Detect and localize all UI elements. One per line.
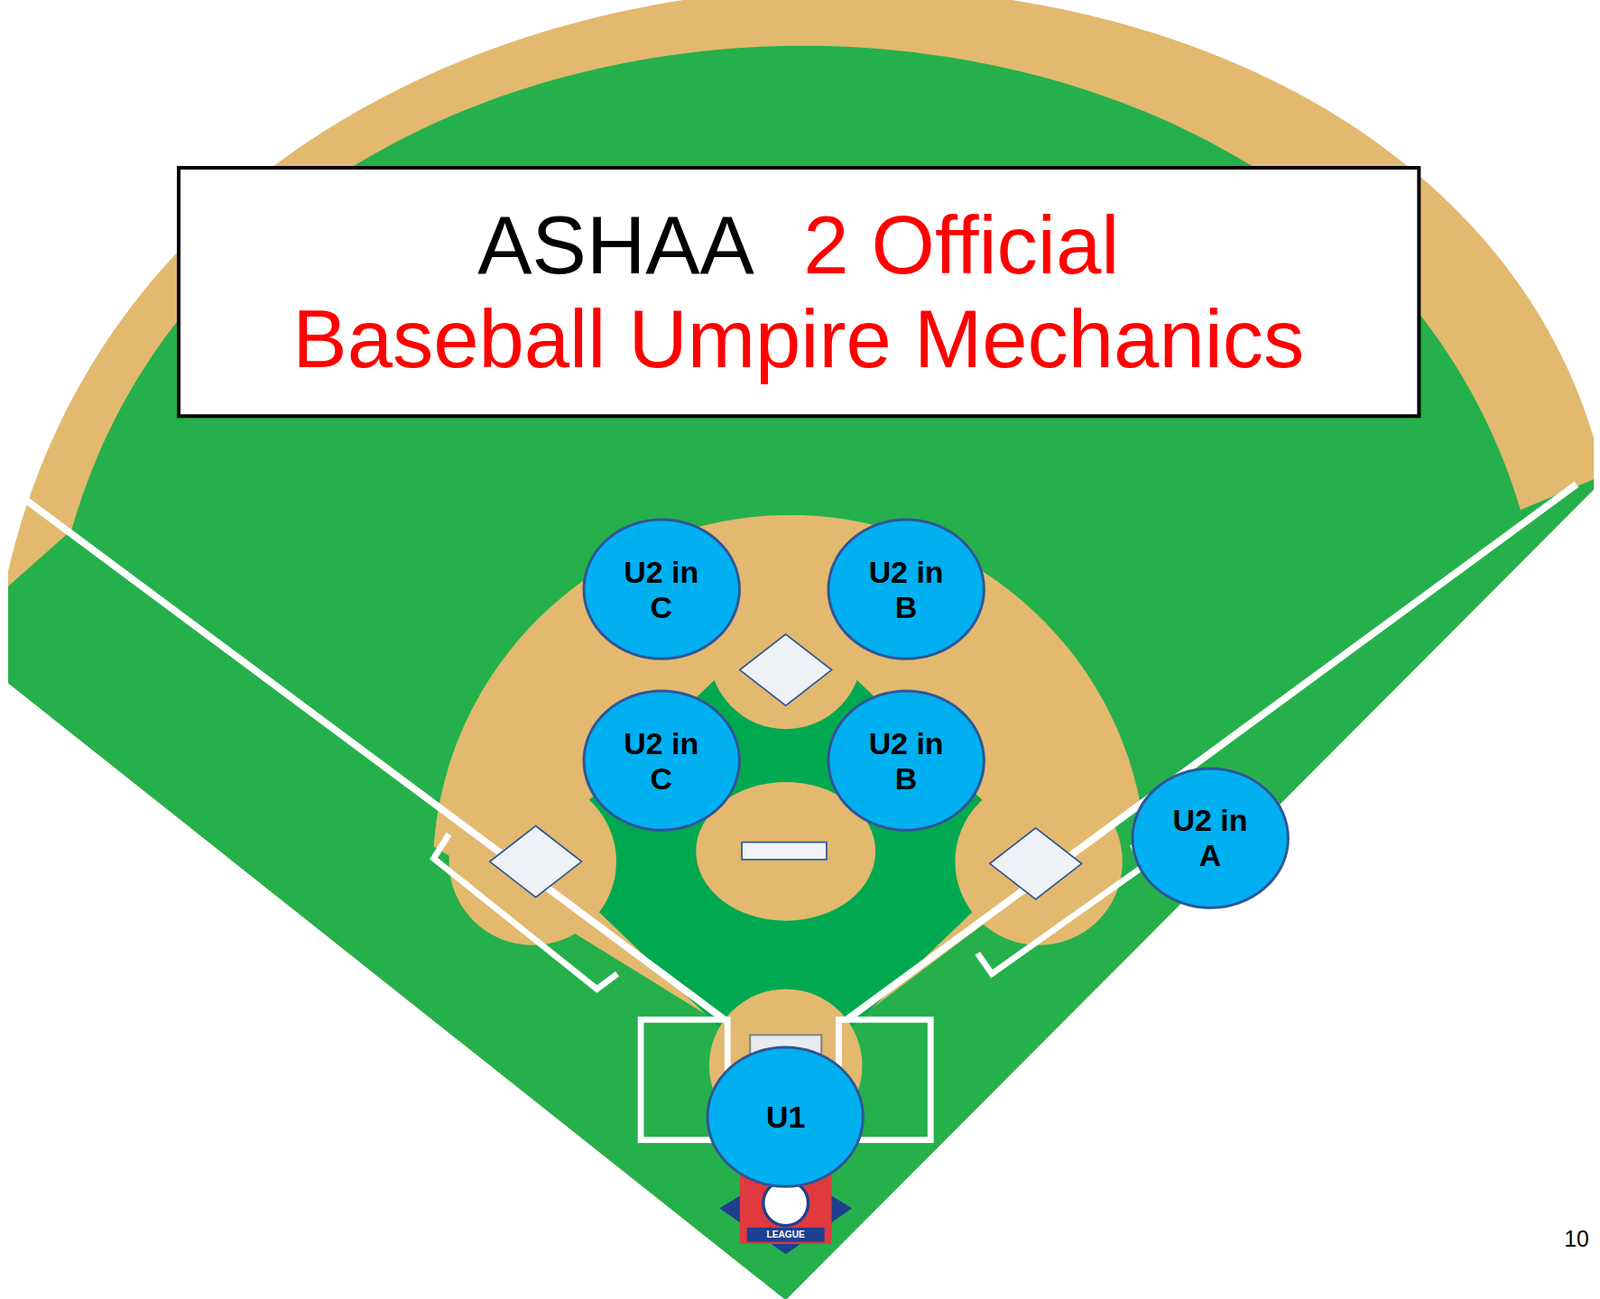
text-line: U2 in C [618, 554, 705, 626]
text-line: U1 [766, 1100, 805, 1136]
umpire-position-circle: U2 in A [1130, 767, 1290, 910]
warning-track [8, 0, 1594, 1299]
text-line: ASHAA 2 Official [477, 198, 1120, 293]
umpire-label: U2 in A [1166, 803, 1254, 874]
page-number: 10 [1563, 1228, 1590, 1251]
umpire-position-circle: U2 in B [826, 689, 986, 833]
title-box: ASHAA 2 OfficialBaseball Umpire Mechanics [176, 166, 1421, 418]
title-box-border [178, 167, 1419, 417]
first-base [989, 828, 1083, 900]
umpire-position-circle: U1 [705, 1045, 865, 1189]
umpire-label: U2 in C [618, 554, 705, 626]
umpire-circle [828, 691, 984, 831]
umpire-label: U2 in C [618, 726, 705, 797]
umpire-position-circle: U2 in C [582, 517, 741, 661]
pitchers-rubber [741, 842, 827, 861]
text-line: U2 in A [1166, 803, 1254, 874]
text-line: U2 in C [618, 726, 705, 797]
umpire-position-circle: U2 in C [582, 689, 741, 833]
umpire-circle [1132, 768, 1288, 908]
text-line: U2 in B [862, 726, 950, 797]
text-line: U2 in B [862, 554, 950, 626]
umpire-label: U2 in B [862, 554, 950, 626]
umpire-label: U2 in B [862, 726, 950, 797]
umpire-position-circle: U2 in B [826, 517, 986, 661]
outfield-grass [8, 46, 1594, 1299]
logo-text: LEAGUE [767, 1230, 805, 1240]
umpire-circle [828, 519, 984, 659]
third-base [490, 826, 583, 898]
umpire-circle [583, 519, 740, 659]
umpire-circle [707, 1047, 863, 1187]
second-base [739, 634, 833, 706]
umpire-circle [583, 691, 740, 831]
title-text: 2 Official [803, 199, 1120, 291]
umpire-label: U1 [766, 1100, 805, 1136]
title-text: ASHAA [477, 199, 755, 291]
text-line: Baseball Umpire Mechanics [292, 292, 1305, 387]
title-text: Baseball Umpire Mechanics [292, 293, 1305, 385]
logo-banner [747, 1228, 825, 1243]
